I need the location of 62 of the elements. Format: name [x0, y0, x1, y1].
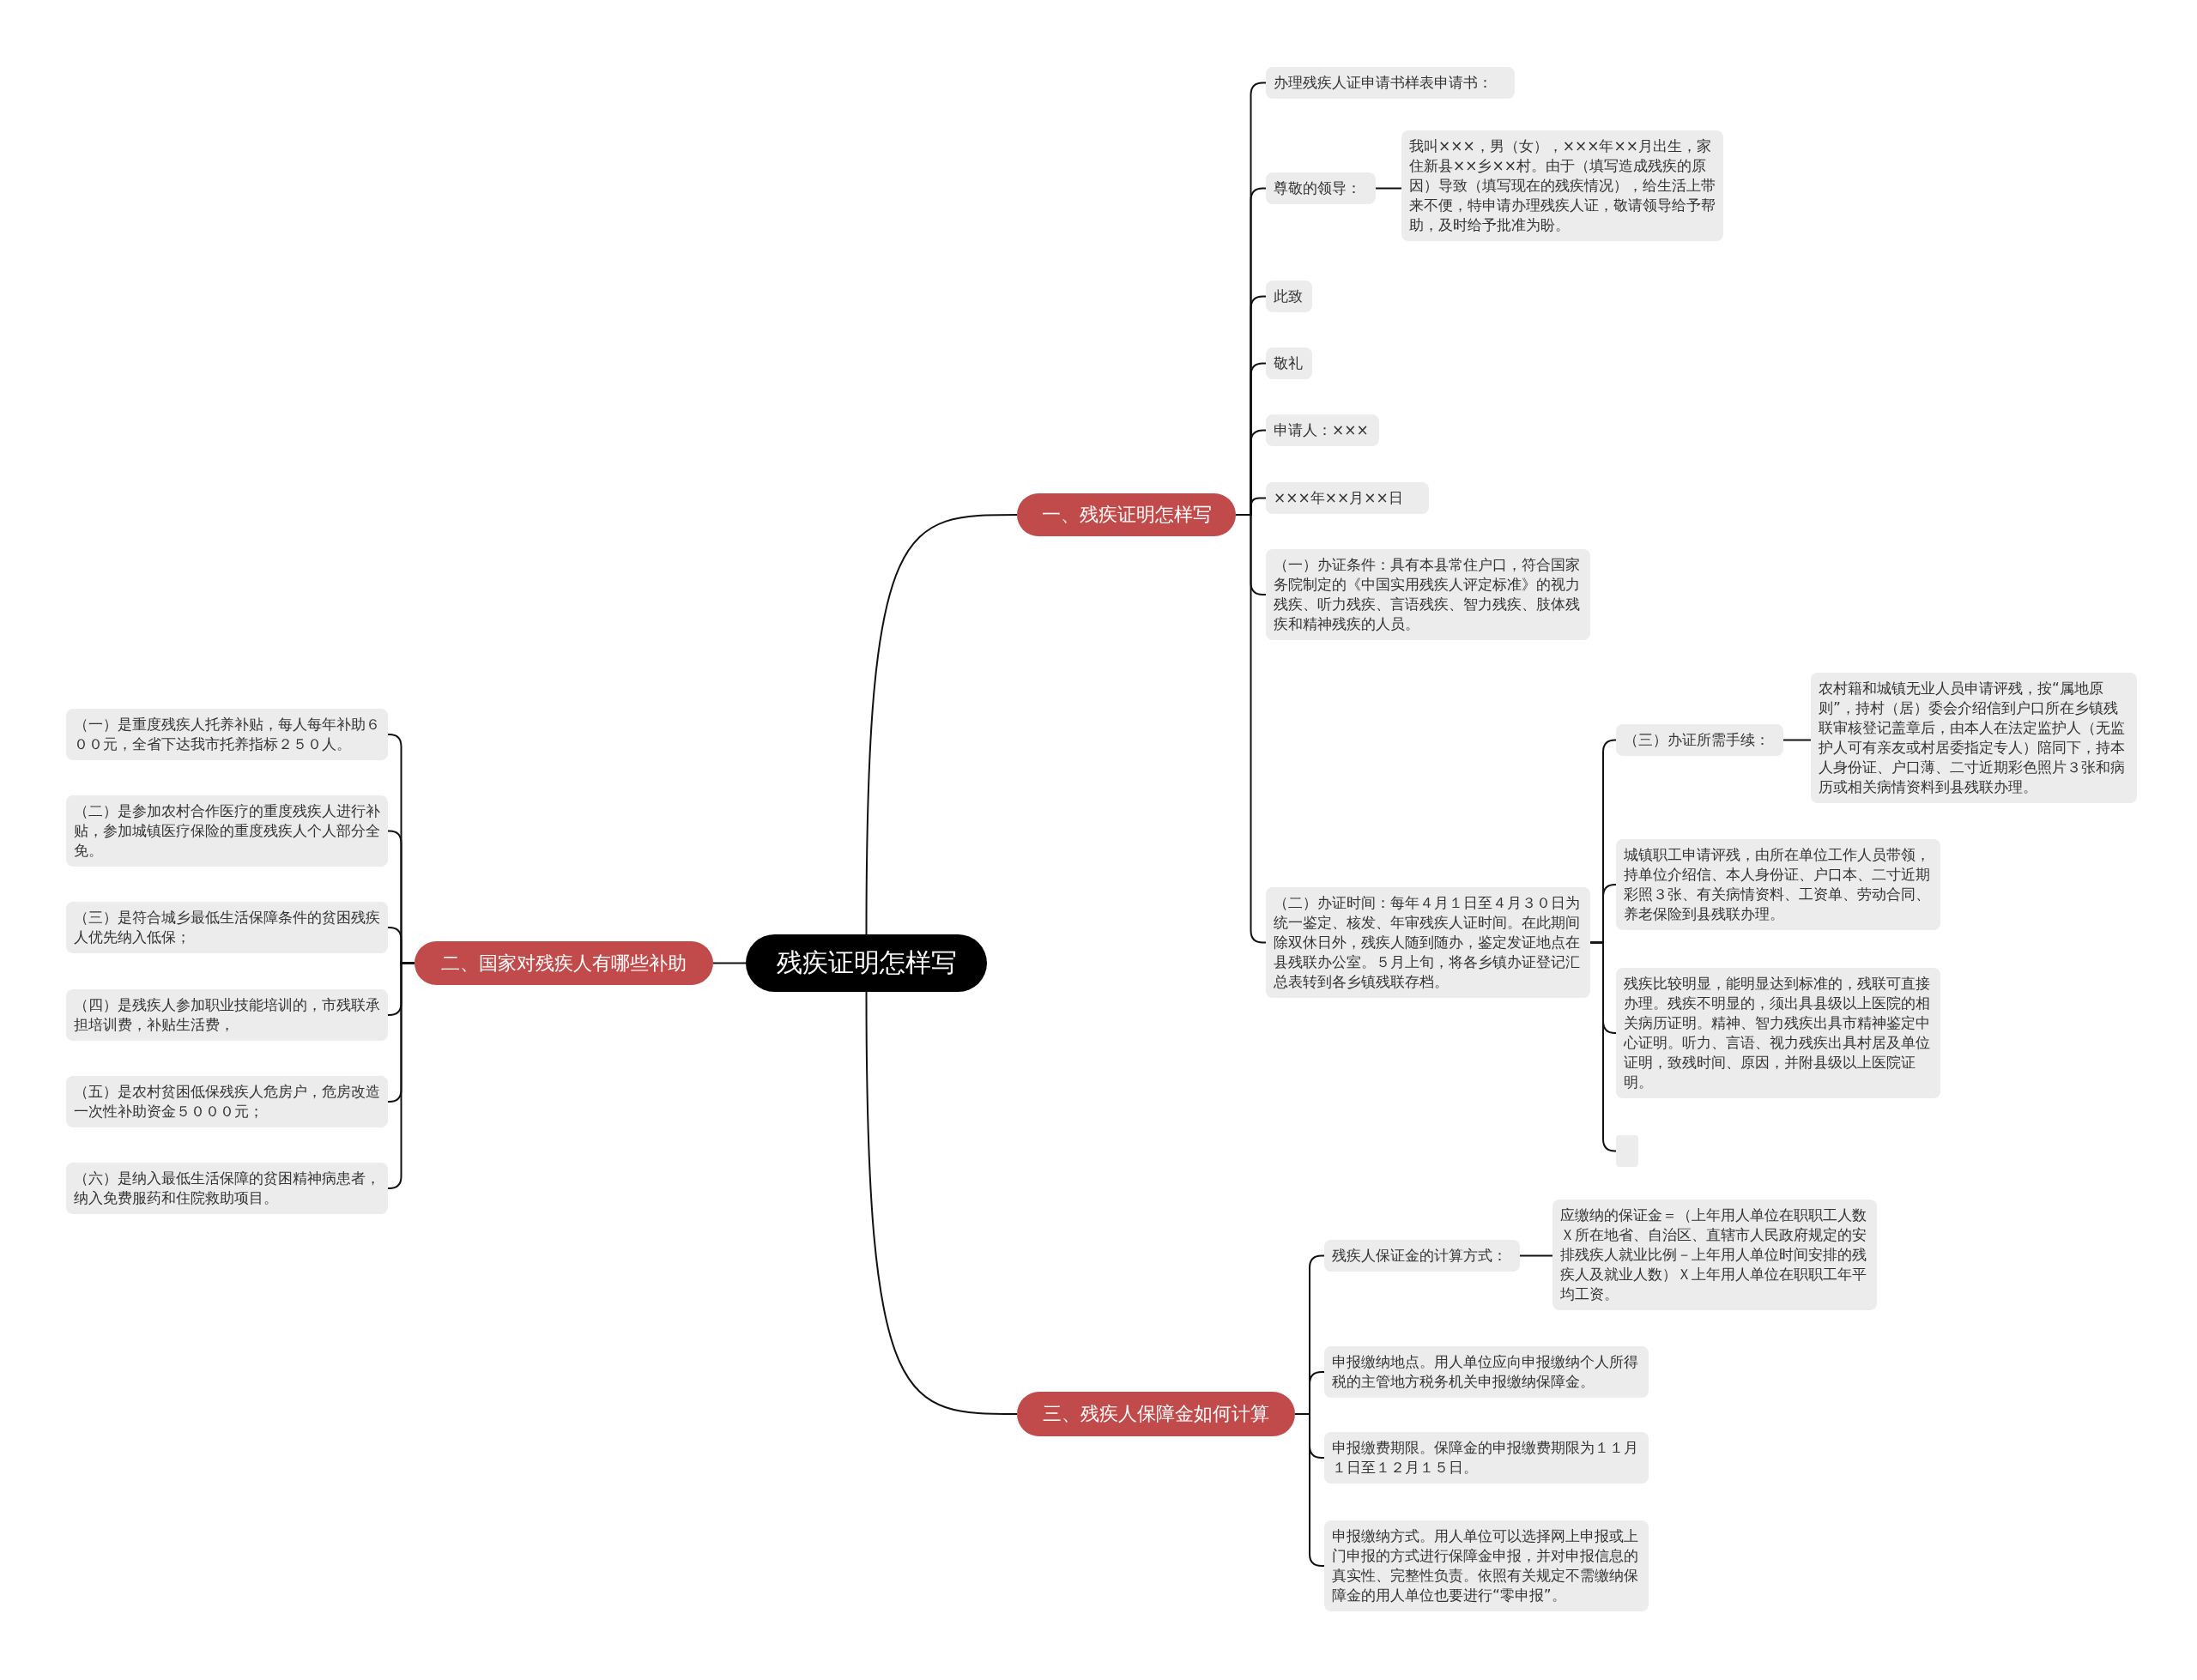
- topic-box: [1616, 839, 1940, 930]
- topic-box: [1616, 724, 1783, 756]
- topic-box: [1401, 130, 1723, 241]
- topic-box: [1266, 549, 1590, 640]
- connector-line: [1782, 739, 1812, 741]
- topic-box: [1266, 281, 1312, 312]
- topic-text: 尊敬的领导：: [1274, 178, 1362, 198]
- topic-text: 申报缴费期限。保障金的申报缴费期限为１１月１日至１２月１５日。: [1332, 1438, 1639, 1478]
- topic-text: 办理残疾人证申请书样表申请书：: [1274, 73, 1493, 93]
- topic-box: [66, 709, 388, 760]
- branch-topic: [1017, 1392, 1295, 1436]
- topic-text: （四）是残疾人参加职业技能培训的，市残联承担培训费，补贴生活费，: [74, 995, 380, 1035]
- topic-box: [1552, 1200, 1877, 1310]
- topic-text: 申报缴纳方式。用人单位可以选择网上申报或上门申报的方式进行保障金申报，并对申报信息的真实性、完整性负责。依照有关规定不需缴纳保障金的用人单位也要进行“零申报”。: [1332, 1526, 1639, 1605]
- topic-text: 残疾比较明显，能明显达到标准的，残联可直接办理。残疾不明显的，须出具县级以上医院的相关病历证明。精神、智力残疾出具市精神鉴定中心证明。听力、言语、视力残疾出具村居及单位证明，致残时间、原因，并附县级以上医院证明。: [1624, 974, 1931, 1092]
- topic-box: [66, 989, 388, 1041]
- topic-text: （二）办证时间：每年４月１日至４月３０日为统一鉴定、核发、年审残疾人证时间。在此期间除双休日外，残疾人随到随办，鉴定发证地点在县残联办公室。５月上旬，将各乡镇办证登记汇总表转到各乡镇残联存档。: [1274, 893, 1581, 992]
- topic-box: [1266, 347, 1312, 379]
- topic-text: 残疾证明怎样写: [776, 946, 957, 979]
- topic-box: [1324, 1346, 1649, 1398]
- topic-box: [1266, 887, 1590, 998]
- topic-box: [66, 795, 388, 867]
- branch-topic: [1017, 493, 1236, 536]
- topic-text: 一、残疾证明怎样写: [1041, 503, 1212, 527]
- connector-line: [1519, 1254, 1553, 1257]
- topic-text: 此致: [1274, 287, 1304, 306]
- topic-text: （六）是纳入最低生活保障的贫困精神病患者，纳入免费服药和住院救助项目。: [74, 1169, 380, 1208]
- topic-text: （一）是重度残疾人托养补贴，每人每年补助６００元，全省下达我市托养指标２５０人。: [74, 715, 380, 754]
- topic-text: （五）是农村贫困低保残疾人危房户，危房改造一次性补助资金５０００元；: [74, 1082, 380, 1121]
- topic-box: [1266, 482, 1429, 514]
- topic-box: [1324, 1432, 1649, 1484]
- topic-text: （一）办证条件：具有本县常住户口，符合国家务院制定的《中国实用残疾人评定标准》的视力残疾、听力残疾、言语残疾、智力残疾、肢体残疾和精神残疾的人员。: [1274, 555, 1581, 634]
- topic-text: 二、国家对残疾人有哪些补助: [441, 951, 687, 976]
- topic-text: 农村籍和城镇无业人员申请评残，按“属地原则”，持村（居）委会介绍信到户口所在乡镇残联审核登记盖章后，由本人在法定监护人（无监护人可有亲友或村居委指定专人）陪同下，持本人身份证、户口薄、二寸近期彩色照片３张和病历或相关病情资料到县残联办理。: [1819, 679, 2126, 797]
- topic-text: 残疾人保证金的计算方式：: [1332, 1246, 1508, 1266]
- topic-text: 三、残疾人保障金如何计算: [1043, 1402, 1269, 1426]
- connector-line: [865, 514, 1018, 935]
- topic-text: 敬礼: [1274, 354, 1304, 373]
- connector-line: [1375, 187, 1402, 190]
- topic-box: [1324, 1520, 1649, 1611]
- topic-box: [66, 902, 388, 953]
- empty-topic-box: [1616, 1135, 1638, 1167]
- topic-text: 申请人：×××: [1274, 420, 1370, 440]
- topic-box: [1266, 67, 1515, 99]
- topic-box: [66, 1076, 388, 1127]
- topic-text: （二）是参加农村合作医疗的重度残疾人进行补贴，参加城镇医疗保险的重度残疾人个人部分全免。: [74, 801, 380, 861]
- topic-box: [66, 1163, 388, 1214]
- connector-line: [712, 962, 747, 964]
- branch-topic: [415, 941, 713, 985]
- topic-text: 我叫×××，男（女），×××年××月出生，家住新县××乡××村。由于（填写造成残疾的原因）导致（填写现在的残疾情况），给生活上带来不便，特申请办理残疾人证，敬请领导给予帮助，及时给予批准为盼。: [1409, 136, 1716, 235]
- topic-box: [1266, 414, 1379, 446]
- topic-text: （三）办证所需手续：: [1624, 730, 1770, 750]
- topic-text: 应缴纳的保证金＝（上年用人单位在职职工人数Ｘ所在地省、自治区、直辖市人民政府规定的安排残疾人就业比例－上年用人单位时间安排的残疾人及就业人数）Ｘ上年用人单位在职职工年平均工资。: [1560, 1206, 1867, 1304]
- topic-text: 城镇职工申请评残，由所在单位工作人员带领，持单位介绍信、本人身份证、户口本、二寸近期彩照３张、有关病情资料、工资单、劳动合同、养老保险到县残联办理。: [1624, 845, 1931, 924]
- topic-box: [1266, 172, 1376, 204]
- topic-box: [1324, 1240, 1520, 1272]
- connector-line: [1589, 941, 1617, 1152]
- topic-text: 申报缴纳地点。用人单位应向申报缴纳个人所得税的主管地方税务机关申报缴纳保障金。: [1332, 1352, 1639, 1392]
- topic-text: ×××年××月××日: [1274, 488, 1404, 508]
- connector-line: [865, 991, 1018, 1415]
- topic-text: （三）是符合城乡最低生活保障条件的贫困残疾人优先纳入低保；: [74, 908, 380, 947]
- connector-line: [387, 962, 415, 1189]
